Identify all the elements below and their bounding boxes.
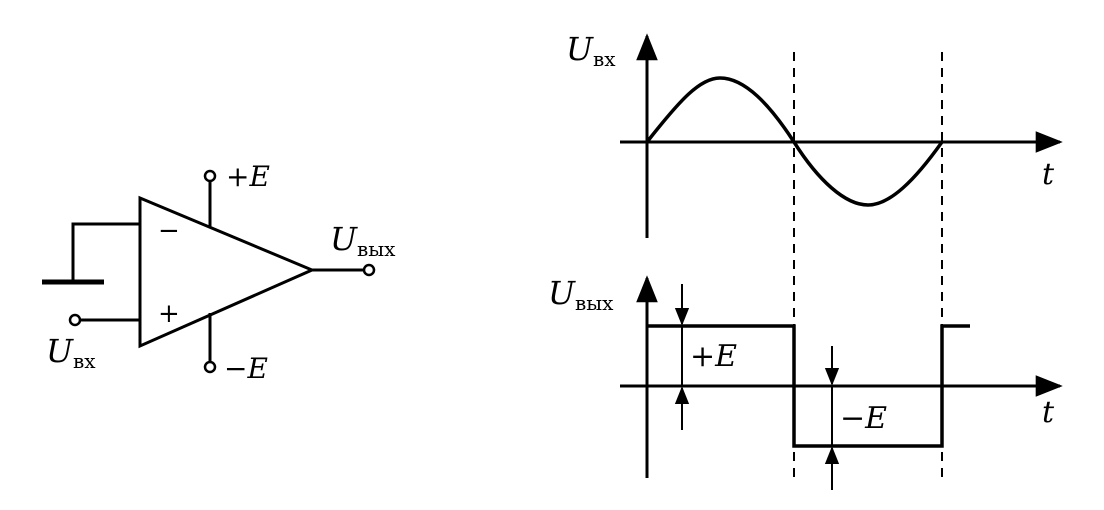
input-plot xyxy=(620,33,1063,238)
output-plot-ylabel: Uвых xyxy=(548,274,614,315)
opamp-triangle xyxy=(138,195,316,349)
neg-supply-label: −E xyxy=(224,352,268,385)
output-terminal xyxy=(362,263,376,277)
noninverting-sign: + xyxy=(158,299,180,329)
output-voltage-label: Uвых xyxy=(330,220,396,261)
input-sine-wave xyxy=(645,76,944,207)
input-terminal xyxy=(68,313,82,327)
input-voltage-label: Uвх xyxy=(46,332,96,373)
input-plot-ylabel: Uвх xyxy=(566,30,616,71)
output-plot xyxy=(620,275,1063,490)
neg-supply-terminal xyxy=(203,360,217,374)
output-plot-xlabel: t xyxy=(1042,395,1055,430)
neg-level-label: −E xyxy=(840,401,887,436)
inverting-sign: − xyxy=(158,216,180,246)
output-square-wave xyxy=(647,324,970,448)
pos-level-label: +E xyxy=(690,339,737,374)
pos-supply-label: +E xyxy=(226,160,270,193)
opamp-schematic xyxy=(42,169,376,374)
inverting-input-wire xyxy=(71,222,140,282)
pos-supply-terminal xyxy=(203,169,217,183)
input-plot-xlabel: t xyxy=(1042,157,1055,192)
